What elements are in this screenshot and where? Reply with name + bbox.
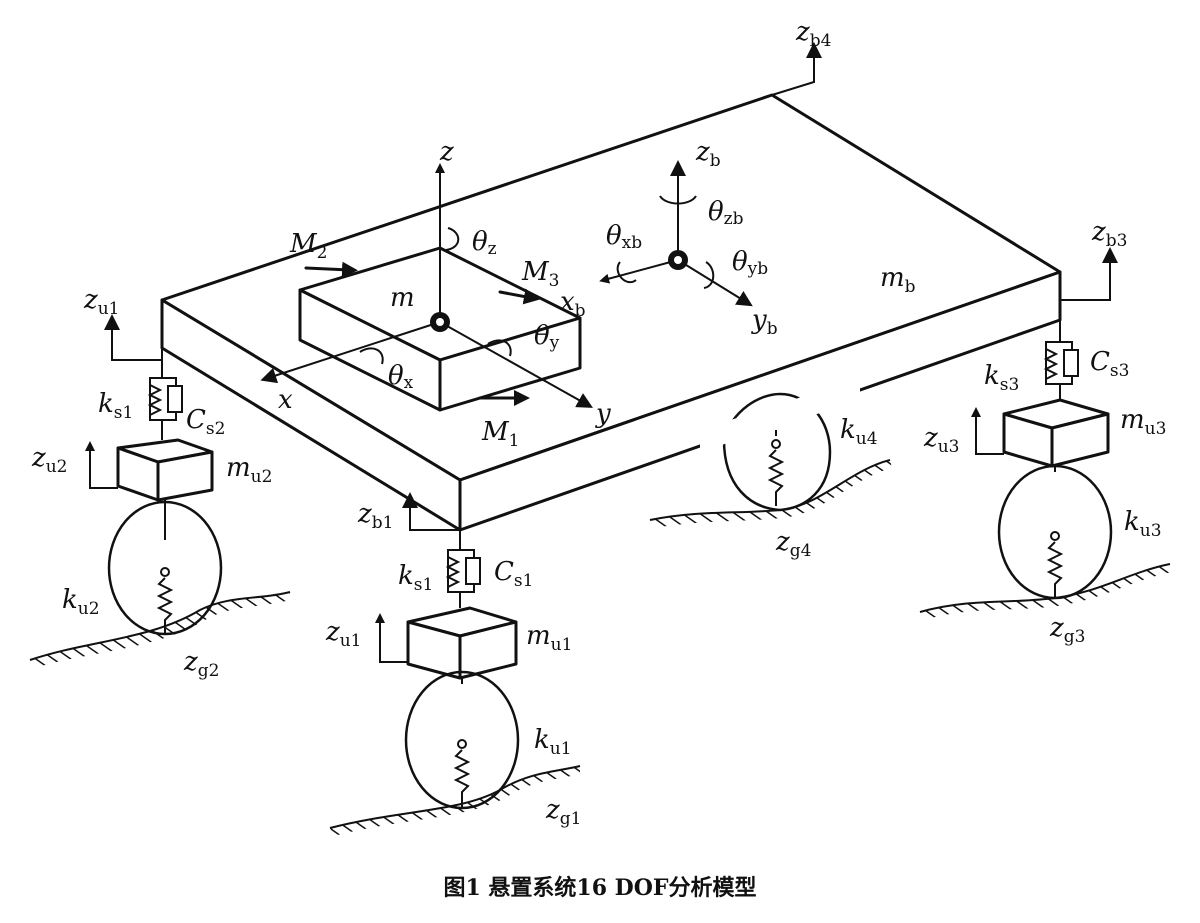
label-theta-yb: θyb <box>732 247 768 279</box>
label-zu3: zu3 <box>923 423 959 457</box>
label-xb: xb <box>560 287 586 321</box>
label-M1: M1 <box>481 417 519 451</box>
label-z: z <box>439 137 454 167</box>
label-yb: yb <box>751 305 778 339</box>
engine-axes <box>260 163 593 408</box>
body-plate <box>160 93 1062 532</box>
label-Cs1: Cs1 <box>494 557 533 591</box>
suspension-unit-1 <box>329 530 581 836</box>
body-axes <box>599 160 753 307</box>
label-zu1: zu1 <box>325 617 361 651</box>
label-mu1: mu1 <box>526 621 572 655</box>
label-ku2: ku2 <box>62 585 100 619</box>
label-M3: M3 <box>521 257 559 291</box>
suspension-unit-4 <box>649 378 892 528</box>
label-m: m <box>390 283 415 313</box>
label-zb3: zb3 <box>1091 217 1127 251</box>
label-mu2: mu2 <box>226 453 272 487</box>
label-ku4: ku4 <box>840 415 878 449</box>
label-zg2: zg2 <box>183 647 219 681</box>
label-theta-xb: θxb <box>606 221 642 253</box>
figure-caption: 图1 悬置系统16 DOF分析模型 <box>443 875 757 901</box>
suspension-unit-3 <box>919 320 1172 620</box>
label-ks1-left: ks1 <box>98 389 133 423</box>
label-mu3: mu3 <box>1120 405 1166 439</box>
label-zb1: zb1 <box>357 499 393 533</box>
label-ks3: ks3 <box>984 361 1019 395</box>
body-corner-arrows <box>104 42 1118 531</box>
label-y: y <box>595 399 611 429</box>
label-Cs3: Cs3 <box>1090 347 1129 381</box>
label-mb: mb <box>880 263 916 297</box>
label-zu2: zu2 <box>31 443 67 477</box>
suspension-unit-2 <box>29 348 291 668</box>
label-ku1: ku1 <box>534 725 572 759</box>
label-zb4: zb4 <box>795 17 831 51</box>
label-theta-z: θz <box>472 227 497 259</box>
label-ks1: ks1 <box>398 561 433 595</box>
label-zb: zb <box>695 137 721 171</box>
label-ku3: ku3 <box>1124 507 1162 541</box>
label-theta-x: θx <box>388 361 414 393</box>
label-theta-zb: θzb <box>708 197 744 229</box>
diagram-labels: z θz M2 M3 m θy θx x y M1 zb θzb θxb θyb… <box>31 17 1166 829</box>
label-zg3: zg3 <box>1049 613 1085 647</box>
label-zu1-top: zu1 <box>83 285 119 319</box>
label-zg1: zg1 <box>545 795 581 829</box>
label-theta-y: θy <box>534 321 560 353</box>
label-x: x <box>278 385 293 415</box>
label-zg4: zg4 <box>775 527 811 561</box>
label-Cs2: Cs2 <box>186 405 225 439</box>
label-M2: M2 <box>289 229 327 263</box>
